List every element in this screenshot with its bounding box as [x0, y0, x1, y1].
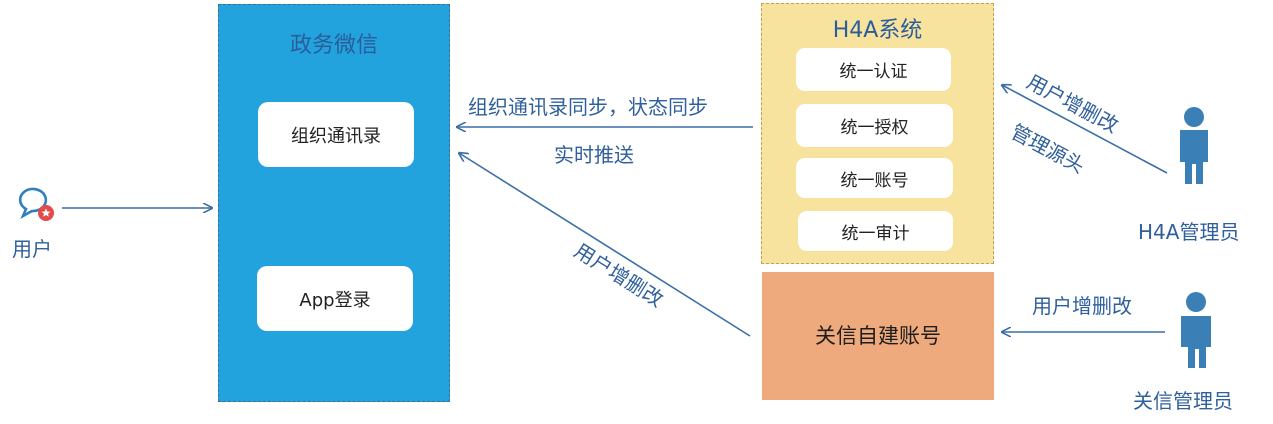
guanxin-title: 关信自建账号	[815, 324, 941, 348]
h4a-item-auth: 统一认证	[796, 48, 951, 91]
arrow-guanxin-to-zwwx	[459, 153, 751, 337]
guanxin-admin-label: 关信管理员	[1133, 389, 1233, 413]
arrow-h4a-admin	[1002, 85, 1168, 174]
h4a-panel: H4A系统 统一认证 统一授权 统一账号 统一审计	[761, 3, 994, 264]
contacts-box: 组织通讯录	[258, 102, 414, 167]
h4a-admin-person-icon	[1180, 107, 1208, 184]
guanxin-panel: 关信自建账号	[762, 272, 994, 400]
zwwx-panel: 政务微信 组织通讯录 App登录	[218, 4, 450, 402]
app-login-box: App登录	[257, 266, 413, 331]
h4a-item-authorize: 统一授权	[796, 104, 953, 147]
push-label: 实时推送	[554, 143, 634, 167]
guanxin-admin-crud-label: 用户增删改	[1032, 294, 1132, 318]
guanxin-admin-person-icon	[1181, 292, 1211, 368]
h4a-admin-label: H4A管理员	[1138, 220, 1240, 244]
chat-user-icon	[18, 187, 54, 221]
sync-label: 组织通讯录同步，状态同步	[468, 95, 708, 119]
h4a-item-account: 统一账号	[796, 158, 953, 198]
h4a-item-audit: 统一审计	[798, 211, 953, 251]
zwwx-title: 政务微信	[289, 33, 378, 58]
h4a-title: H4A系统	[832, 18, 923, 43]
user-label: 用户	[12, 237, 52, 261]
